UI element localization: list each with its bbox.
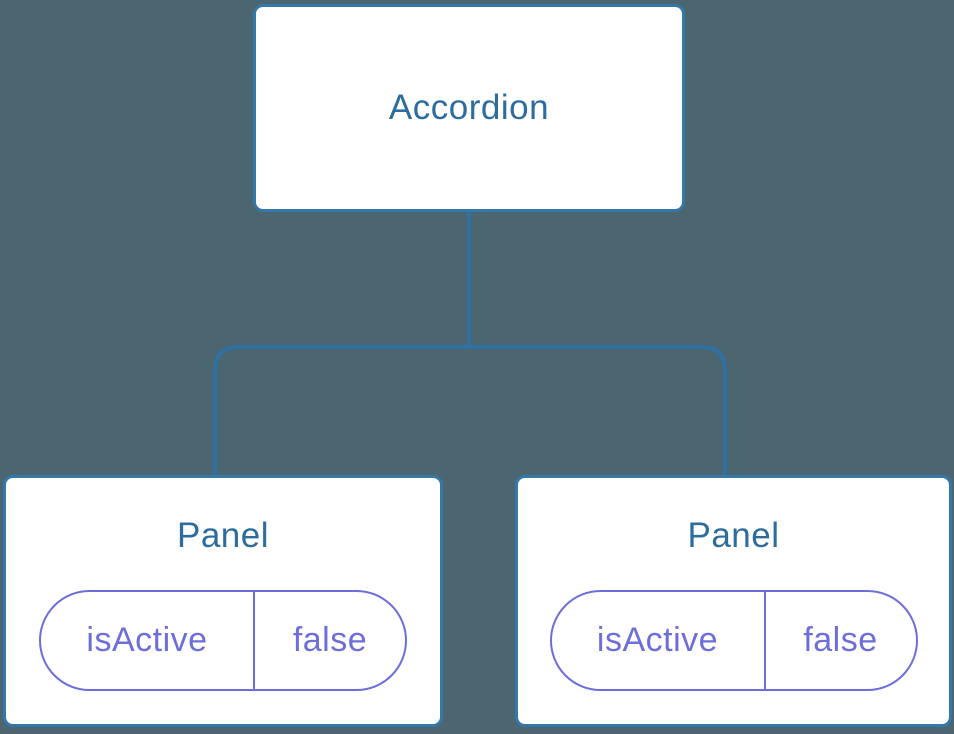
state-value: false	[803, 621, 878, 659]
state-key: isActive	[552, 592, 766, 689]
state-value: false	[292, 621, 368, 659]
connector-bracket	[213, 345, 727, 477]
node-accordion-label: Accordion	[388, 88, 550, 127]
node-panel-2: Panel isActive false	[515, 475, 952, 727]
node-panel-1-label: Panel	[176, 516, 270, 555]
node-panel-1: Panel isActive false	[3, 475, 443, 727]
node-panel-2-label: Panel	[687, 516, 780, 555]
state-pill: isActive false	[39, 590, 407, 691]
node-accordion: Accordion	[253, 4, 685, 212]
state-pill: isActive false	[549, 590, 918, 691]
state-key: isActive	[41, 592, 255, 689]
